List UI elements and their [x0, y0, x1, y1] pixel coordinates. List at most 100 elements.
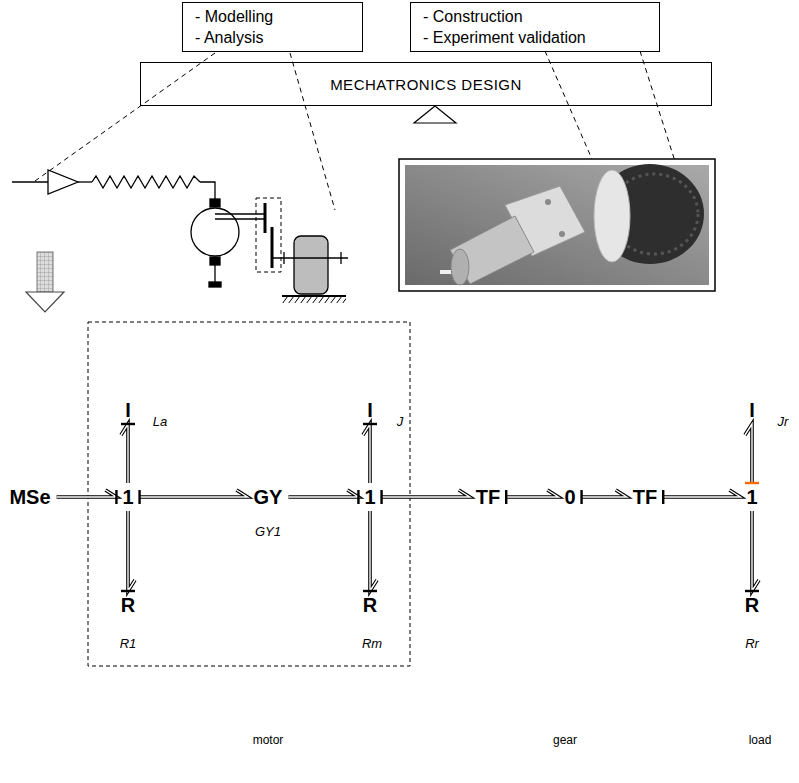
- bond-outline: [752, 511, 759, 591]
- motor-shaft: [215, 218, 266, 219]
- parameter-label: La: [153, 415, 167, 428]
- causal-stroke: [580, 490, 582, 504]
- arrow-shaft: [37, 252, 53, 292]
- bond-core: [363, 424, 370, 483]
- gear-wheel: [264, 203, 267, 233]
- ground-hatch: [282, 296, 346, 303]
- bond-core: [288, 490, 358, 497]
- design-bar: MECHATRONICS DESIGN: [140, 62, 712, 106]
- parameter-label: Rr: [745, 637, 759, 650]
- source-element: MSe: [7, 487, 52, 507]
- bond-outline: [506, 490, 558, 497]
- parameter-label: Rm: [362, 637, 382, 650]
- wire: [200, 182, 215, 199]
- transformer-element: TF: [474, 487, 502, 507]
- gyrator-element: GY: [252, 487, 285, 507]
- photo-frame: [399, 159, 715, 291]
- bond-core: [140, 490, 248, 497]
- node-text: 1: [122, 487, 133, 507]
- bond-outline: [121, 424, 128, 483]
- bearing: [340, 252, 341, 264]
- node-text: - Experiment validation: [423, 27, 586, 48]
- bond-core: [752, 511, 759, 591]
- node-text: R: [363, 595, 377, 615]
- down-arrow: [26, 252, 64, 312]
- parameter-label: R1: [120, 637, 137, 650]
- power-bond: [121, 424, 135, 483]
- causal-stroke: [505, 490, 507, 504]
- amplifier-symbol: [48, 170, 78, 194]
- screw: [559, 231, 565, 237]
- leader-line: [290, 53, 335, 210]
- inertia-element: I: [123, 400, 133, 420]
- causal-stroke: [121, 423, 135, 425]
- transformer-element: TF: [631, 487, 659, 507]
- bond-core: [382, 490, 470, 497]
- bond-outline: [370, 511, 377, 591]
- power-bond: [663, 490, 740, 504]
- node-text: R: [121, 595, 135, 615]
- bond-outline: [57, 490, 117, 497]
- power-bond: [57, 490, 117, 504]
- arrow-head: [26, 292, 64, 312]
- bond-outline: [140, 490, 248, 497]
- causal-stroke: [745, 482, 759, 484]
- inertia-element: I: [747, 400, 757, 420]
- leader-line: [35, 53, 215, 181]
- node-text: - Construction: [423, 6, 523, 27]
- causal-stroke: [363, 590, 377, 592]
- power-bond: [582, 490, 627, 504]
- node-text: MECHATRONICS DESIGN: [330, 76, 522, 93]
- wire: [12, 181, 48, 182]
- photo-background: [405, 165, 709, 285]
- causal-stroke: [363, 423, 377, 425]
- wheel-rim: [594, 170, 630, 262]
- section-label: motor: [253, 734, 284, 746]
- power-bond: [506, 490, 558, 504]
- node-text: I: [749, 400, 755, 420]
- power-bond: [121, 511, 135, 591]
- fulcrum-triangle: [414, 106, 456, 123]
- brush: [210, 199, 220, 207]
- wheel-symbol: [294, 236, 328, 294]
- bond-core: [57, 490, 117, 497]
- power-bond: [745, 424, 759, 483]
- bond-outline: [128, 511, 135, 591]
- motor-body: [450, 216, 534, 284]
- photo: [399, 159, 715, 291]
- wire: [214, 265, 215, 282]
- resistor-element: R: [361, 595, 379, 615]
- causal-stroke: [380, 490, 382, 504]
- node-text: - Analysis: [195, 27, 263, 48]
- causal-stroke: [138, 490, 140, 504]
- bond-outline: [582, 490, 627, 497]
- power-bond: [363, 511, 377, 591]
- node-text: 0: [564, 487, 575, 507]
- causal-stroke: [115, 490, 117, 504]
- motor-symbol: [191, 208, 239, 256]
- resistor-element: R: [119, 595, 137, 615]
- bond-outline: [663, 490, 740, 497]
- bond-core: [582, 490, 627, 497]
- text-box: - Construction- Experiment validation: [410, 2, 660, 52]
- junction-element: 0: [562, 487, 577, 507]
- bond-core: [128, 511, 135, 591]
- node-text: 1: [364, 487, 375, 507]
- bond-outline: [288, 490, 358, 497]
- ground-terminal: [209, 282, 221, 287]
- gear-outline: [256, 198, 281, 272]
- parameter-label: J: [397, 415, 404, 428]
- causal-stroke: [357, 490, 359, 504]
- ground-line: [282, 295, 346, 297]
- causal-stroke: [121, 590, 135, 592]
- parameter-label: GY1: [255, 525, 281, 538]
- section-label: load: [749, 734, 772, 746]
- bearing: [283, 252, 284, 264]
- bond-core: [121, 424, 128, 483]
- text-box: - Modelling- Analysis: [182, 2, 363, 52]
- node-text: I: [125, 400, 131, 420]
- power-bond: [382, 490, 470, 504]
